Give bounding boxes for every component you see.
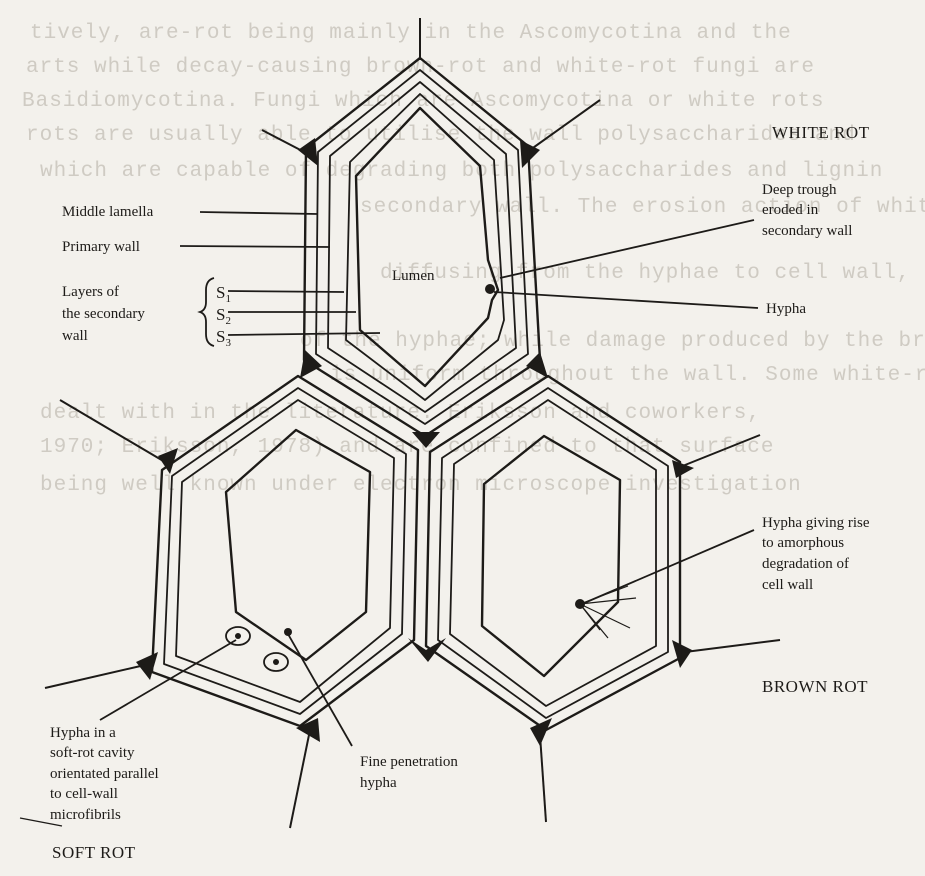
label-s3: S3 — [216, 327, 231, 349]
s2-subscript: 2 — [225, 315, 231, 327]
junction-mark — [672, 640, 692, 668]
label-middle-lamella: Middle lamella — [62, 204, 154, 220]
s1-letter: S — [216, 283, 225, 302]
bg-text-line: 1970; Eriksson, 1978) and are confined t… — [40, 436, 775, 459]
s1-subscript: 1 — [225, 293, 231, 305]
brown-rot-cell — [426, 376, 680, 730]
s3-letter: S — [216, 327, 225, 346]
soft-rot-cell — [152, 376, 418, 726]
hypha-dot — [485, 284, 495, 294]
label-hypha-soft-rot: microfibrils — [50, 807, 121, 823]
cell-outer-wall — [426, 376, 680, 730]
label-fine-penetration: hypha — [360, 775, 397, 791]
hypha-dot — [235, 633, 241, 639]
label-layers-line: Layers of — [62, 284, 119, 300]
label-deep-trough: eroded in — [762, 202, 819, 218]
label-primary-wall: Primary wall — [62, 239, 140, 255]
label-hypha: Hypha — [766, 301, 806, 317]
label-layers-line: the secondary — [62, 306, 145, 322]
section-brown-rot: BROWN ROT — [762, 677, 868, 696]
bg-text-line: secondary wall. The erosion action of wh… — [360, 196, 925, 219]
layers-brace — [200, 278, 214, 346]
label-hypha-giving: degradation of — [762, 556, 849, 572]
label-s2: S2 — [216, 305, 231, 327]
label-hypha-soft-rot: orientated parallel — [50, 766, 159, 782]
lumen-boundary — [482, 436, 620, 676]
label-hypha-soft-rot: soft-rot cavity — [50, 745, 135, 761]
bg-text-line: being well known under electron microsco… — [40, 474, 802, 497]
section-soft-rot: SOFT ROT — [52, 843, 136, 862]
section-white-rot: WHITE ROT — [772, 123, 870, 142]
label-hypha-giving: cell wall — [762, 577, 813, 593]
hypha-dot — [273, 659, 279, 665]
label-hypha-soft-rot: Hypha in a — [50, 725, 116, 741]
label-lumen: Lumen — [392, 268, 435, 284]
lumen-boundary — [226, 430, 370, 660]
bg-text-line: tively, are-rot being mainly in the Asco… — [30, 22, 792, 45]
bg-text-line: is uniform throughout the wall. Some whi… — [330, 364, 925, 387]
label-layers-line: wall — [62, 328, 88, 344]
bg-text-line: of the hyphae; while damage produced by … — [300, 330, 925, 353]
bg-text-line: diffusing from the hyphae to cell wall, … — [380, 262, 925, 285]
s2-letter: S — [216, 305, 225, 324]
label-s1: S1 — [216, 283, 231, 305]
label-hypha-giving: to amorphous — [762, 535, 844, 551]
label-hypha-giving: Hypha giving rise — [762, 515, 870, 531]
s3-subscript: 3 — [225, 337, 231, 349]
background-bleed-text: tively, are-rot being mainly in the Asco… — [22, 22, 925, 497]
label-deep-trough: Deep trough — [762, 182, 837, 198]
label-deep-trough: secondary wall — [762, 223, 852, 239]
label-hypha-soft-rot: to cell-wall — [50, 786, 118, 802]
label-fine-penetration: Fine penetration — [360, 754, 458, 770]
bg-text-line: which are capable of degrading both poly… — [40, 160, 883, 183]
